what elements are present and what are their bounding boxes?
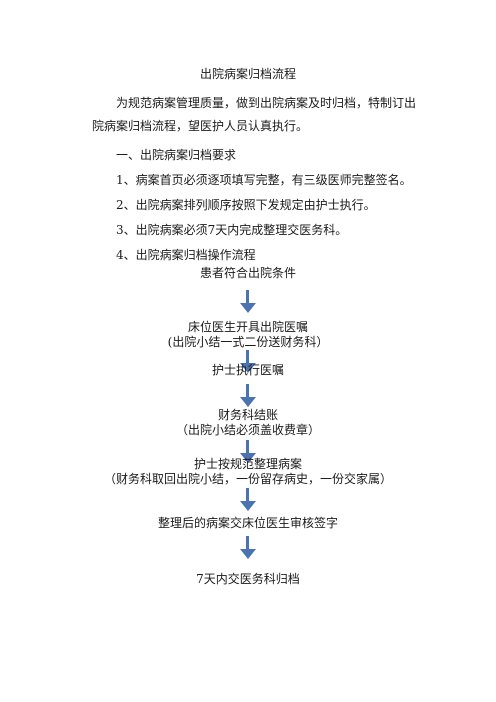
archive-flowchart: 患者符合出院条件 床位医生开具出院医嘱 (出院小结一式二份送财务科） 护士执行医…: [0, 262, 496, 592]
section-heading-requirements: 一、出院病案归档要求: [116, 148, 237, 162]
flow-step-7: 7天内交医务科归档: [0, 572, 496, 587]
down-arrow-icon: [240, 290, 256, 314]
flow-step-text: 整理后的病案交床位医生审核签字: [157, 516, 338, 530]
flow-step-text: 7天内交医务科归档: [196, 572, 300, 586]
flow-step-note: (出院小结一式二份送财务科）: [167, 335, 329, 349]
intro-paragraph: 为规范病案管理质量，做到出院病案及时归档，特制订出院病案归档流程，望医护人员认真…: [92, 96, 417, 133]
requirement-item-4: 4、出院病案归档操作流程: [116, 248, 256, 262]
flow-step-text: 患者符合出院条件: [199, 266, 296, 280]
flow-step-5: 护士按规范整理病案 （财务科取回出院小结，一份留存病史，一份交家属）: [0, 457, 496, 487]
flow-step-note: （出院小结必须盖收费章）: [175, 423, 320, 437]
flow-step-1: 患者符合出院条件: [0, 266, 496, 281]
flow-step-text: 财务科结账: [217, 408, 278, 422]
flow-step-text: 护士按规范整理病案: [193, 457, 302, 471]
down-arrow-icon: [240, 536, 256, 560]
flow-step-3: 护士执行医嘱: [0, 363, 496, 378]
flow-step-note: （财务科取回出院小结，一份留存病史，一份交家属）: [103, 472, 392, 486]
requirement-item-1: 1、病案首页必须逐项填写完整，有三级医师完整签名。: [116, 173, 412, 187]
down-arrow-icon: [240, 384, 256, 408]
down-arrow-icon: [240, 440, 256, 464]
flow-step-2: 床位医生开具出院医嘱 (出院小结一式二份送财务科）: [0, 320, 496, 350]
flow-step-6: 整理后的病案交床位医生审核签字: [0, 516, 496, 531]
requirement-item-2: 2、出院病案排列顺序按照下发规定由护士执行。: [116, 198, 376, 212]
requirement-item-3: 3、出院病案必须7天内完成整理交医务科。: [116, 223, 348, 237]
flow-step-text: 床位医生开具出院医嘱: [187, 320, 308, 334]
document-title: 出院病案归档流程: [199, 67, 296, 81]
flow-step-4: 财务科结账 （出院小结必须盖收费章）: [0, 408, 496, 438]
flow-step-text: 护士执行医嘱: [211, 363, 284, 377]
down-arrow-icon: [240, 488, 256, 512]
down-arrow-icon: [240, 350, 256, 374]
